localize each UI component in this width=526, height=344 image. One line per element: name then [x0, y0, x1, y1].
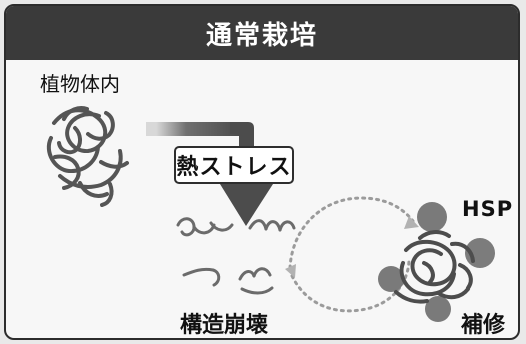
cycle-arrowheads [285, 216, 419, 278]
plant-label: 植物体内 [40, 72, 120, 96]
hsp-label: HSP [462, 197, 514, 221]
repair-label: 補修 [461, 313, 506, 338]
diagram-frame: 通常栽培 植物体内 [4, 4, 520, 340]
title-banner: 通常栽培 [6, 6, 518, 60]
repair-complex-icon [378, 202, 495, 322]
collapse-label: 構造崩壊 [180, 313, 269, 338]
collapsed-proteins-icon [176, 217, 296, 295]
heat-stress-label: 熱ストレス [174, 146, 294, 184]
cycle-arrows [288, 196, 415, 313]
folded-protein-icon [46, 106, 129, 207]
